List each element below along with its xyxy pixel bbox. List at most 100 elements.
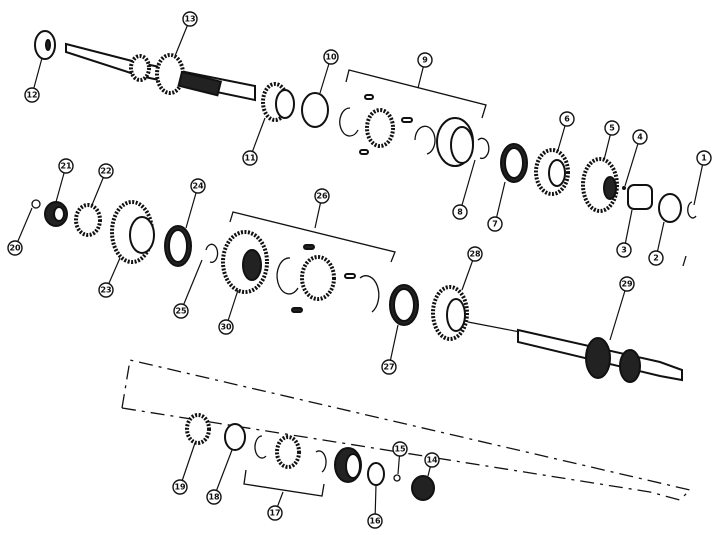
bracket-9: [345, 69, 487, 119]
callout-number: 3: [621, 246, 627, 255]
group-boundary: [121, 359, 692, 501]
shaft-axis: [467, 321, 521, 333]
callout-number: 5: [609, 124, 615, 133]
part-9-spring-left: [339, 107, 359, 137]
callout-10: 10: [323, 49, 339, 65]
callout-11: 11: [242, 150, 258, 166]
callout-28: 28: [467, 246, 483, 262]
callout-number: 1: [701, 154, 707, 163]
part-24-inner: [168, 229, 188, 263]
part-26-key: [291, 307, 303, 313]
callout-16: 16: [367, 513, 383, 529]
part-8-snap-ring: [477, 137, 490, 159]
callout-number: 25: [175, 307, 187, 316]
callout-20: 20: [7, 240, 23, 256]
callout-7: 7: [487, 216, 503, 232]
callout-number: 28: [469, 250, 481, 259]
callout-29: 29: [619, 276, 635, 292]
callout-30: 30: [218, 319, 234, 335]
callout-number: 22: [100, 167, 111, 176]
callout-19: 19: [172, 479, 188, 495]
part-25-snap-ring: [205, 243, 219, 263]
part-26-spring-right: [359, 275, 380, 313]
callout-number: 12: [26, 91, 37, 100]
part-30-hub: [242, 249, 262, 281]
callout-labels: 1 2 3 4 5 6 7 8 9 10 11 12 13 14 15 16 1…: [7, 11, 712, 529]
part-9-key: [364, 94, 374, 100]
callout-number: 17: [269, 509, 280, 518]
part-6-hub: [548, 159, 566, 187]
part-29-flange: [585, 337, 611, 379]
callout-number: 21: [60, 162, 72, 171]
callout-number: 27: [383, 363, 394, 372]
callout-number: 24: [192, 182, 204, 191]
part-29-bearing: [619, 349, 641, 383]
part-17-spring-left: [254, 435, 267, 459]
part-26-key: [344, 273, 356, 279]
callout-21: 21: [58, 158, 74, 174]
callout-number: 9: [422, 56, 428, 65]
callout-8: 8: [452, 204, 468, 220]
bracket-17: [243, 469, 325, 497]
part-3-needle-bearing: [627, 184, 653, 210]
part-13-main-gear: [155, 53, 185, 95]
callout-9: 9: [417, 52, 433, 68]
callout-number: 18: [208, 493, 220, 502]
part-2-thrust-washer: [658, 193, 682, 223]
callout-number: 14: [426, 456, 438, 465]
part-9-synchro-hub: [365, 108, 395, 148]
callout-number: 8: [457, 208, 463, 217]
callout-18: 18: [206, 489, 222, 505]
callout-23: 23: [98, 282, 114, 298]
group-boundary-lower: [121, 407, 681, 501]
callout-number: 16: [369, 517, 381, 526]
callout-1: 1: [696, 150, 712, 166]
callout-number: 19: [174, 483, 186, 492]
callout-6: 6: [559, 111, 575, 127]
part-26-key: [303, 244, 315, 250]
countershaft-group: [121, 359, 692, 501]
part-17-spring-right: [315, 450, 327, 473]
callout-17: 17: [267, 505, 283, 521]
part-5-hub: [603, 176, 617, 200]
part-9-sleeve-inner: [450, 126, 474, 164]
part-11-hub: [275, 89, 295, 119]
callout-number: 29: [621, 280, 633, 289]
part-12-hole: [45, 39, 51, 51]
callout-number: 7: [492, 220, 498, 229]
part-28-inner: [446, 298, 466, 332]
part-9-key: [359, 149, 369, 155]
callout-number: 26: [316, 192, 328, 201]
callout-13: 13: [182, 11, 198, 27]
callout-number: 6: [564, 115, 570, 124]
callout-number: 4: [637, 133, 643, 142]
callout-number: 20: [9, 244, 21, 253]
part-17-sleeve-inner: [345, 453, 361, 479]
callout-number: 23: [100, 286, 111, 295]
part-22-needle-bearing: [74, 203, 102, 237]
part-20-ring: [31, 199, 41, 209]
main-shaft-row: [31, 199, 687, 383]
callout-14: 14: [424, 452, 440, 468]
part-23-hub: [129, 216, 155, 254]
input-shaft-row: [34, 30, 697, 223]
callout-24: 24: [190, 178, 206, 194]
part-10-synchro-ring: [301, 92, 329, 128]
callout-12: 12: [24, 87, 40, 103]
part-21-hole: [53, 206, 65, 222]
part-4-ball: [622, 186, 626, 190]
callout-25: 25: [173, 303, 189, 319]
callout-22: 22: [98, 163, 114, 179]
part-14-bearing: [411, 475, 435, 501]
callout-number: 10: [325, 53, 337, 62]
callout-4: 4: [632, 129, 648, 145]
callout-15: 15: [392, 441, 408, 457]
callout-27: 27: [381, 359, 397, 375]
part-27-inner: [393, 288, 415, 322]
part-19-gear: [185, 413, 211, 445]
callout-3: 3: [616, 242, 632, 258]
callout-number: 2: [653, 254, 659, 263]
part-7-inner: [504, 147, 524, 179]
callout-2: 2: [648, 250, 664, 266]
